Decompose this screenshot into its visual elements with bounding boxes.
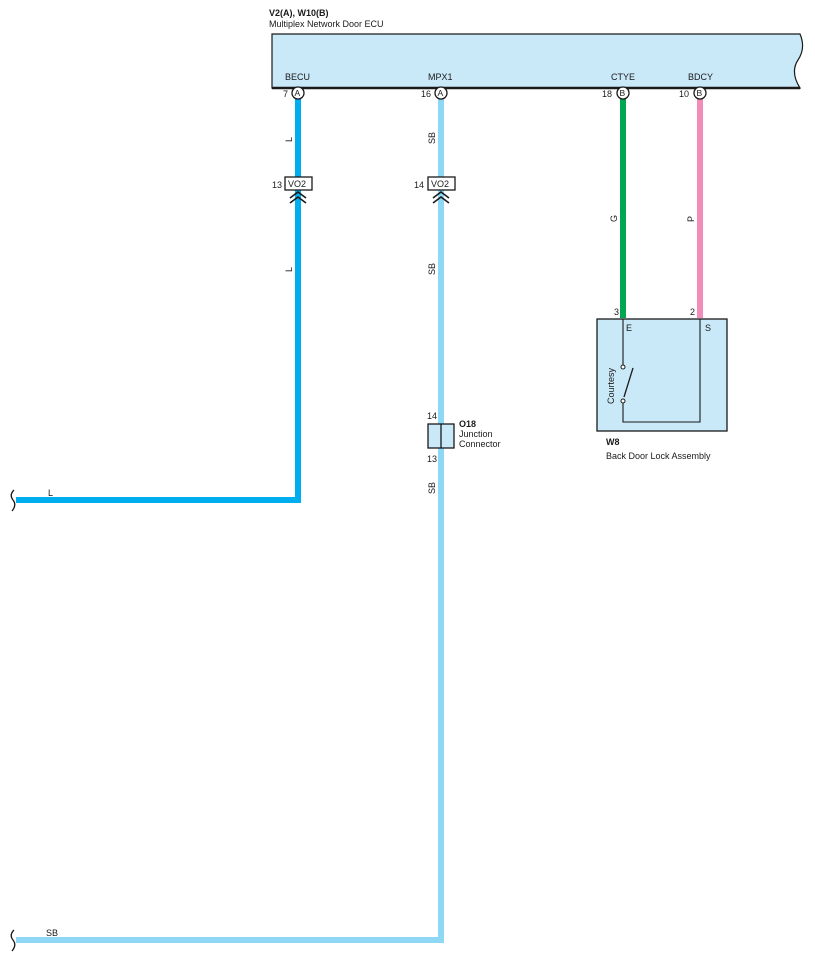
- svg-text:O18: O18: [459, 419, 476, 429]
- wire-break-mpx1: [10, 929, 16, 952]
- back-door-lock-assembly: 3 2 E S Courtesy W8 Back Door Lock Assem…: [596, 307, 728, 461]
- svg-text:7: 7: [283, 89, 288, 99]
- svg-text:14: 14: [427, 411, 437, 421]
- wire-break-becu: [10, 489, 16, 512]
- pin-bdcy: 10 B: [679, 86, 707, 100]
- terminal-e: E: [626, 323, 632, 333]
- wire-label-mpx1-low: SB: [427, 482, 437, 494]
- svg-text:14: 14: [414, 180, 424, 190]
- svg-text:A: A: [295, 88, 301, 98]
- pin-signal-becu: BECU: [285, 72, 310, 82]
- ecu-name: Multiplex Network Door ECU: [269, 19, 384, 29]
- pin-ctye: 18 B: [602, 86, 630, 100]
- svg-text:10: 10: [679, 89, 689, 99]
- svg-text:Junction: Junction: [459, 429, 493, 439]
- wire-label-ctye: G: [609, 215, 619, 222]
- ecu-body: [271, 33, 804, 89]
- svg-text:A: A: [438, 88, 444, 98]
- svg-text:16: 16: [421, 89, 431, 99]
- wire-label-mpx1-top: SB: [427, 132, 437, 144]
- pin-becu: 7 A: [283, 86, 305, 100]
- svg-text:18: 18: [602, 89, 612, 99]
- svg-text:B: B: [620, 88, 626, 98]
- pin-signal-ctye: CTYE: [611, 72, 635, 82]
- svg-text:VO2: VO2: [288, 179, 306, 189]
- pin-mpx1: 16 A: [421, 86, 448, 100]
- svg-text:13: 13: [272, 180, 282, 190]
- pin-e-number: 3: [614, 307, 619, 317]
- wire-becu-l: [16, 99, 301, 503]
- pin-s-number: 2: [690, 307, 695, 317]
- switch-label: Courtesy: [606, 367, 616, 404]
- svg-text:Connector: Connector: [459, 439, 501, 449]
- wire-label-becu-top: L: [284, 137, 294, 142]
- wire-label-becu-bottom: L: [284, 267, 294, 272]
- wire-label-bdcy: P: [686, 216, 696, 222]
- svg-text:13: 13: [427, 454, 437, 464]
- vo2-connector-left: 13 VO2: [272, 176, 313, 204]
- vo2-connector-right: 14 VO2: [414, 176, 456, 204]
- door-lock-name: Back Door Lock Assembly: [606, 451, 711, 461]
- door-lock-code: W8: [606, 437, 620, 447]
- terminal-s: S: [705, 323, 711, 333]
- wire-label-mpx1-mid: SB: [427, 263, 437, 275]
- pin-signal-bdcy: BDCY: [688, 72, 713, 82]
- pin-signal-mpx1: MPX1: [428, 72, 453, 82]
- courtesy-switch: [623, 367, 634, 398]
- wire-label-becu-ground: L: [48, 488, 53, 498]
- wire-mpx1-sb: [16, 99, 444, 943]
- junction-connector-o18: 14 13 O18 Junction Connector: [427, 411, 501, 464]
- svg-text:B: B: [697, 88, 703, 98]
- svg-text:VO2: VO2: [431, 179, 449, 189]
- ecu-code: V2(A), W10(B): [269, 8, 329, 18]
- wire-label-mpx1-bottom: SB: [46, 928, 58, 938]
